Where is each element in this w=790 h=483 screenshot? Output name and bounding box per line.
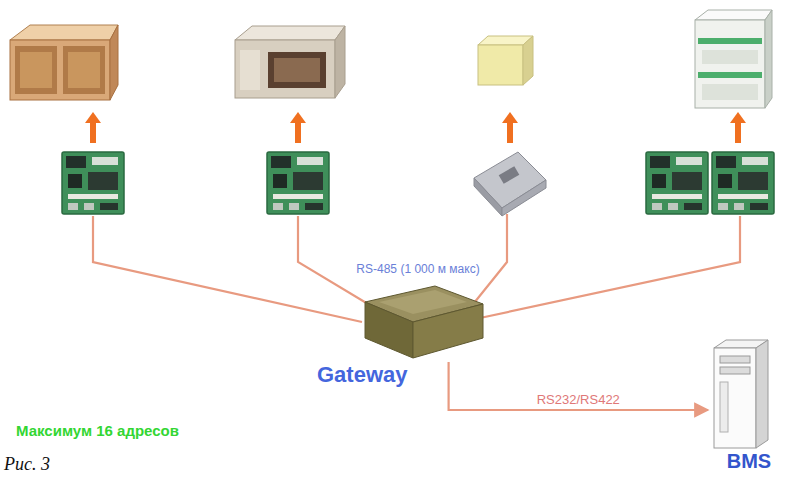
- link-label: RS232/RS422: [535, 392, 622, 407]
- gateway-box-outline: [355, 282, 485, 362]
- air-handler: [235, 26, 345, 98]
- chiller-unit: [695, 10, 772, 108]
- controller-module: [474, 152, 546, 216]
- note-text: Максимум 16 адресов: [14, 422, 181, 439]
- air-unit: [10, 25, 118, 100]
- controller-cards: [62, 152, 774, 214]
- rs485-wire: [93, 216, 362, 322]
- orange-arrows: [85, 112, 746, 143]
- gateway-box-label: Gateway: [315, 362, 497, 387]
- figure-caption: Рис. 3: [4, 454, 50, 475]
- rs485-wire: [480, 216, 740, 318]
- wires: [93, 214, 740, 322]
- serial-link: [449, 362, 708, 410]
- bms-computer-label: BMS: [698, 450, 786, 473]
- rs485-wire: [470, 214, 507, 308]
- bus-label: RS-485 (1 000 м макс): [354, 262, 481, 276]
- bms-computer: BMS: [698, 338, 786, 473]
- small-unit: [478, 36, 533, 85]
- bms-computer-outline: [708, 338, 772, 450]
- gateway-box: Gateway: [315, 282, 497, 387]
